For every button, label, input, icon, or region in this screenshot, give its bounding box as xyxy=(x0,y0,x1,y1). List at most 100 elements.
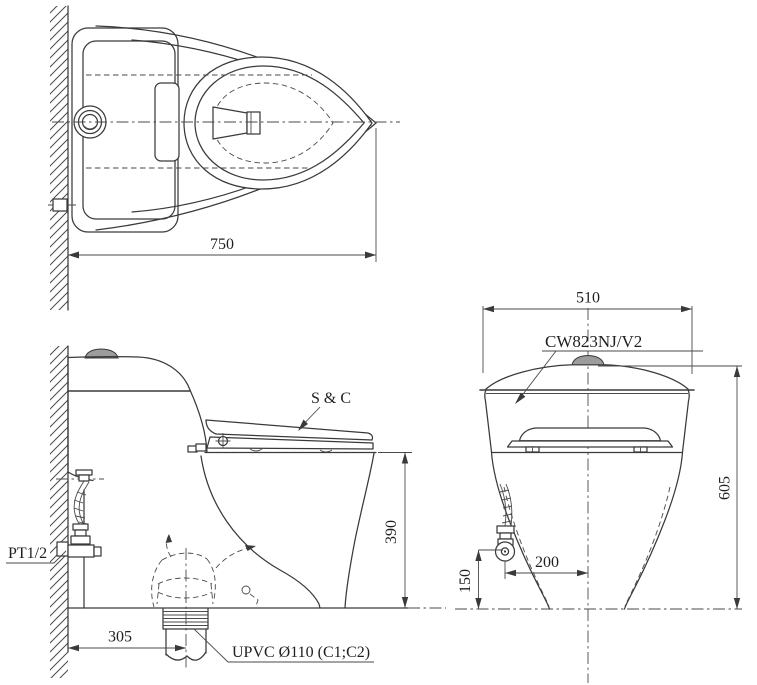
bowl-top-view xyxy=(95,25,377,231)
valve-knob-inner xyxy=(500,547,510,556)
arrowhead-top xyxy=(475,550,482,561)
tank-model-arrowhead xyxy=(515,392,526,404)
anchor-bolt xyxy=(52,198,68,212)
drain-pipe-leader xyxy=(193,628,374,663)
tank-top-edge xyxy=(67,356,191,391)
label-seat-cover: S & C xyxy=(298,390,351,431)
dimension-305: 305 xyxy=(68,629,186,652)
drain-pipe-side-view xyxy=(162,548,209,668)
dimension-750: 750 xyxy=(68,128,377,262)
extension-lines xyxy=(482,306,693,374)
wall-hatching xyxy=(50,6,68,310)
dimension-390: 390 xyxy=(378,452,412,608)
arrowhead-left xyxy=(483,305,494,313)
spray-nozzle xyxy=(212,106,248,140)
trap-hidden-top xyxy=(161,552,208,561)
arrowhead-bottom xyxy=(733,598,741,609)
drain-pipe-label: UPVC Ø110 (C1;C2) xyxy=(232,644,370,661)
trap-hidden-socket-sides xyxy=(156,583,214,605)
label-tank-model: CW823NJ/V2 xyxy=(515,332,703,404)
pipe-coupling-ribs xyxy=(163,611,208,626)
bowl-under-curve xyxy=(200,455,321,609)
dim-rim-height-text: 390 xyxy=(383,520,400,544)
valve-body xyxy=(67,544,95,558)
flow-arrowhead-2 xyxy=(245,545,256,551)
seat-cover-front-view xyxy=(506,427,674,453)
body-right-hidden-line xyxy=(624,486,671,607)
tank-button xyxy=(84,348,119,359)
water-supply-front-view xyxy=(494,483,516,579)
flow-arrowhead-1 xyxy=(165,534,172,543)
hinge-crosshair xyxy=(215,433,231,448)
nozzle-tip xyxy=(246,111,261,135)
trap-hidden-left xyxy=(151,559,163,608)
dim-overall-width-text: 510 xyxy=(576,290,600,307)
bowl-front-view xyxy=(490,451,684,610)
braided-hose-right xyxy=(505,483,513,527)
cistern-front-view xyxy=(479,354,695,454)
tank-inlet-nut xyxy=(78,474,90,482)
valve-knob-center xyxy=(503,550,507,553)
body-left-outline xyxy=(490,451,551,610)
dimension-510: 510 xyxy=(482,290,693,374)
braided-hose-left xyxy=(73,480,85,526)
label-drain-pipe: UPVC Ø110 (C1;C2) xyxy=(193,628,374,663)
bowl-front-edge xyxy=(344,452,375,609)
top-view: 750 xyxy=(48,5,400,311)
arrowhead-bottom xyxy=(401,597,409,608)
trap-outlet-dot xyxy=(241,585,251,595)
valve-stem-top xyxy=(72,523,89,531)
trap-hidden-right xyxy=(206,558,216,600)
hose-braid-ticks xyxy=(73,491,88,525)
hinge-mount-2 xyxy=(195,443,207,452)
dimension-200: 200 xyxy=(505,554,588,577)
water-surface-hidden-line xyxy=(212,82,334,164)
tank-top-view xyxy=(71,27,180,233)
water-supply-side-view xyxy=(56,469,104,558)
trap-hidden-socket xyxy=(157,577,213,599)
bowl-side-view xyxy=(200,452,375,609)
tank-top-curve xyxy=(485,364,689,390)
seat-opening-outer xyxy=(183,56,373,190)
flush-button-detail xyxy=(83,125,97,130)
tank-left-side xyxy=(484,388,493,453)
label-water-inlet: PT1/2 xyxy=(6,545,67,564)
arrowhead-bottom xyxy=(475,598,482,609)
seat-cover-label: S & C xyxy=(311,390,351,407)
tank-front-edge xyxy=(189,389,208,453)
valve-hex-nut xyxy=(70,535,91,545)
seat-profile xyxy=(206,436,374,450)
arrowhead-right xyxy=(175,644,186,652)
valve-nut-top xyxy=(496,525,515,534)
seat-front-profile xyxy=(506,440,674,448)
tank-right-side xyxy=(681,388,690,453)
tank-inlet-fitting xyxy=(75,469,93,476)
trap-hidden-hook xyxy=(249,593,259,607)
water-inlet-label: PT1/2 xyxy=(8,545,47,562)
water-inlet-leader xyxy=(6,550,67,564)
dim-drain-offset-text: 305 xyxy=(108,629,132,646)
dimension-150: 150 xyxy=(457,549,503,609)
valve-nut-mid xyxy=(499,532,512,540)
tank-model-leader xyxy=(516,350,557,403)
cover-profile xyxy=(205,419,374,441)
body-left-hidden-line xyxy=(503,486,550,607)
dim-overall-depth-text: 750 xyxy=(210,236,234,253)
arrowhead-right xyxy=(577,569,588,577)
side-view: PT1/2 S & C UPVC Ø110 (C1;C2) 390 305 xyxy=(6,345,446,678)
front-view: 200 150 510 605 CW823NJ/V2 xyxy=(455,290,742,683)
valve-cap xyxy=(93,546,102,557)
arrowhead-top xyxy=(401,452,409,464)
wall-anchor-fitting xyxy=(48,198,76,212)
tank-button xyxy=(571,354,605,366)
pipe-broken-end xyxy=(165,651,207,661)
dim-inlet-height-text: 150 xyxy=(457,569,474,593)
dim-overall-height-text: 605 xyxy=(717,476,734,500)
arrowhead-right xyxy=(365,251,376,259)
trapway-hidden-detail xyxy=(151,534,259,608)
wall-hatch-top-view xyxy=(50,5,69,311)
seat-bumpers xyxy=(249,448,333,453)
seat-cover-side-view xyxy=(187,419,377,454)
arrowhead-left xyxy=(68,644,79,652)
